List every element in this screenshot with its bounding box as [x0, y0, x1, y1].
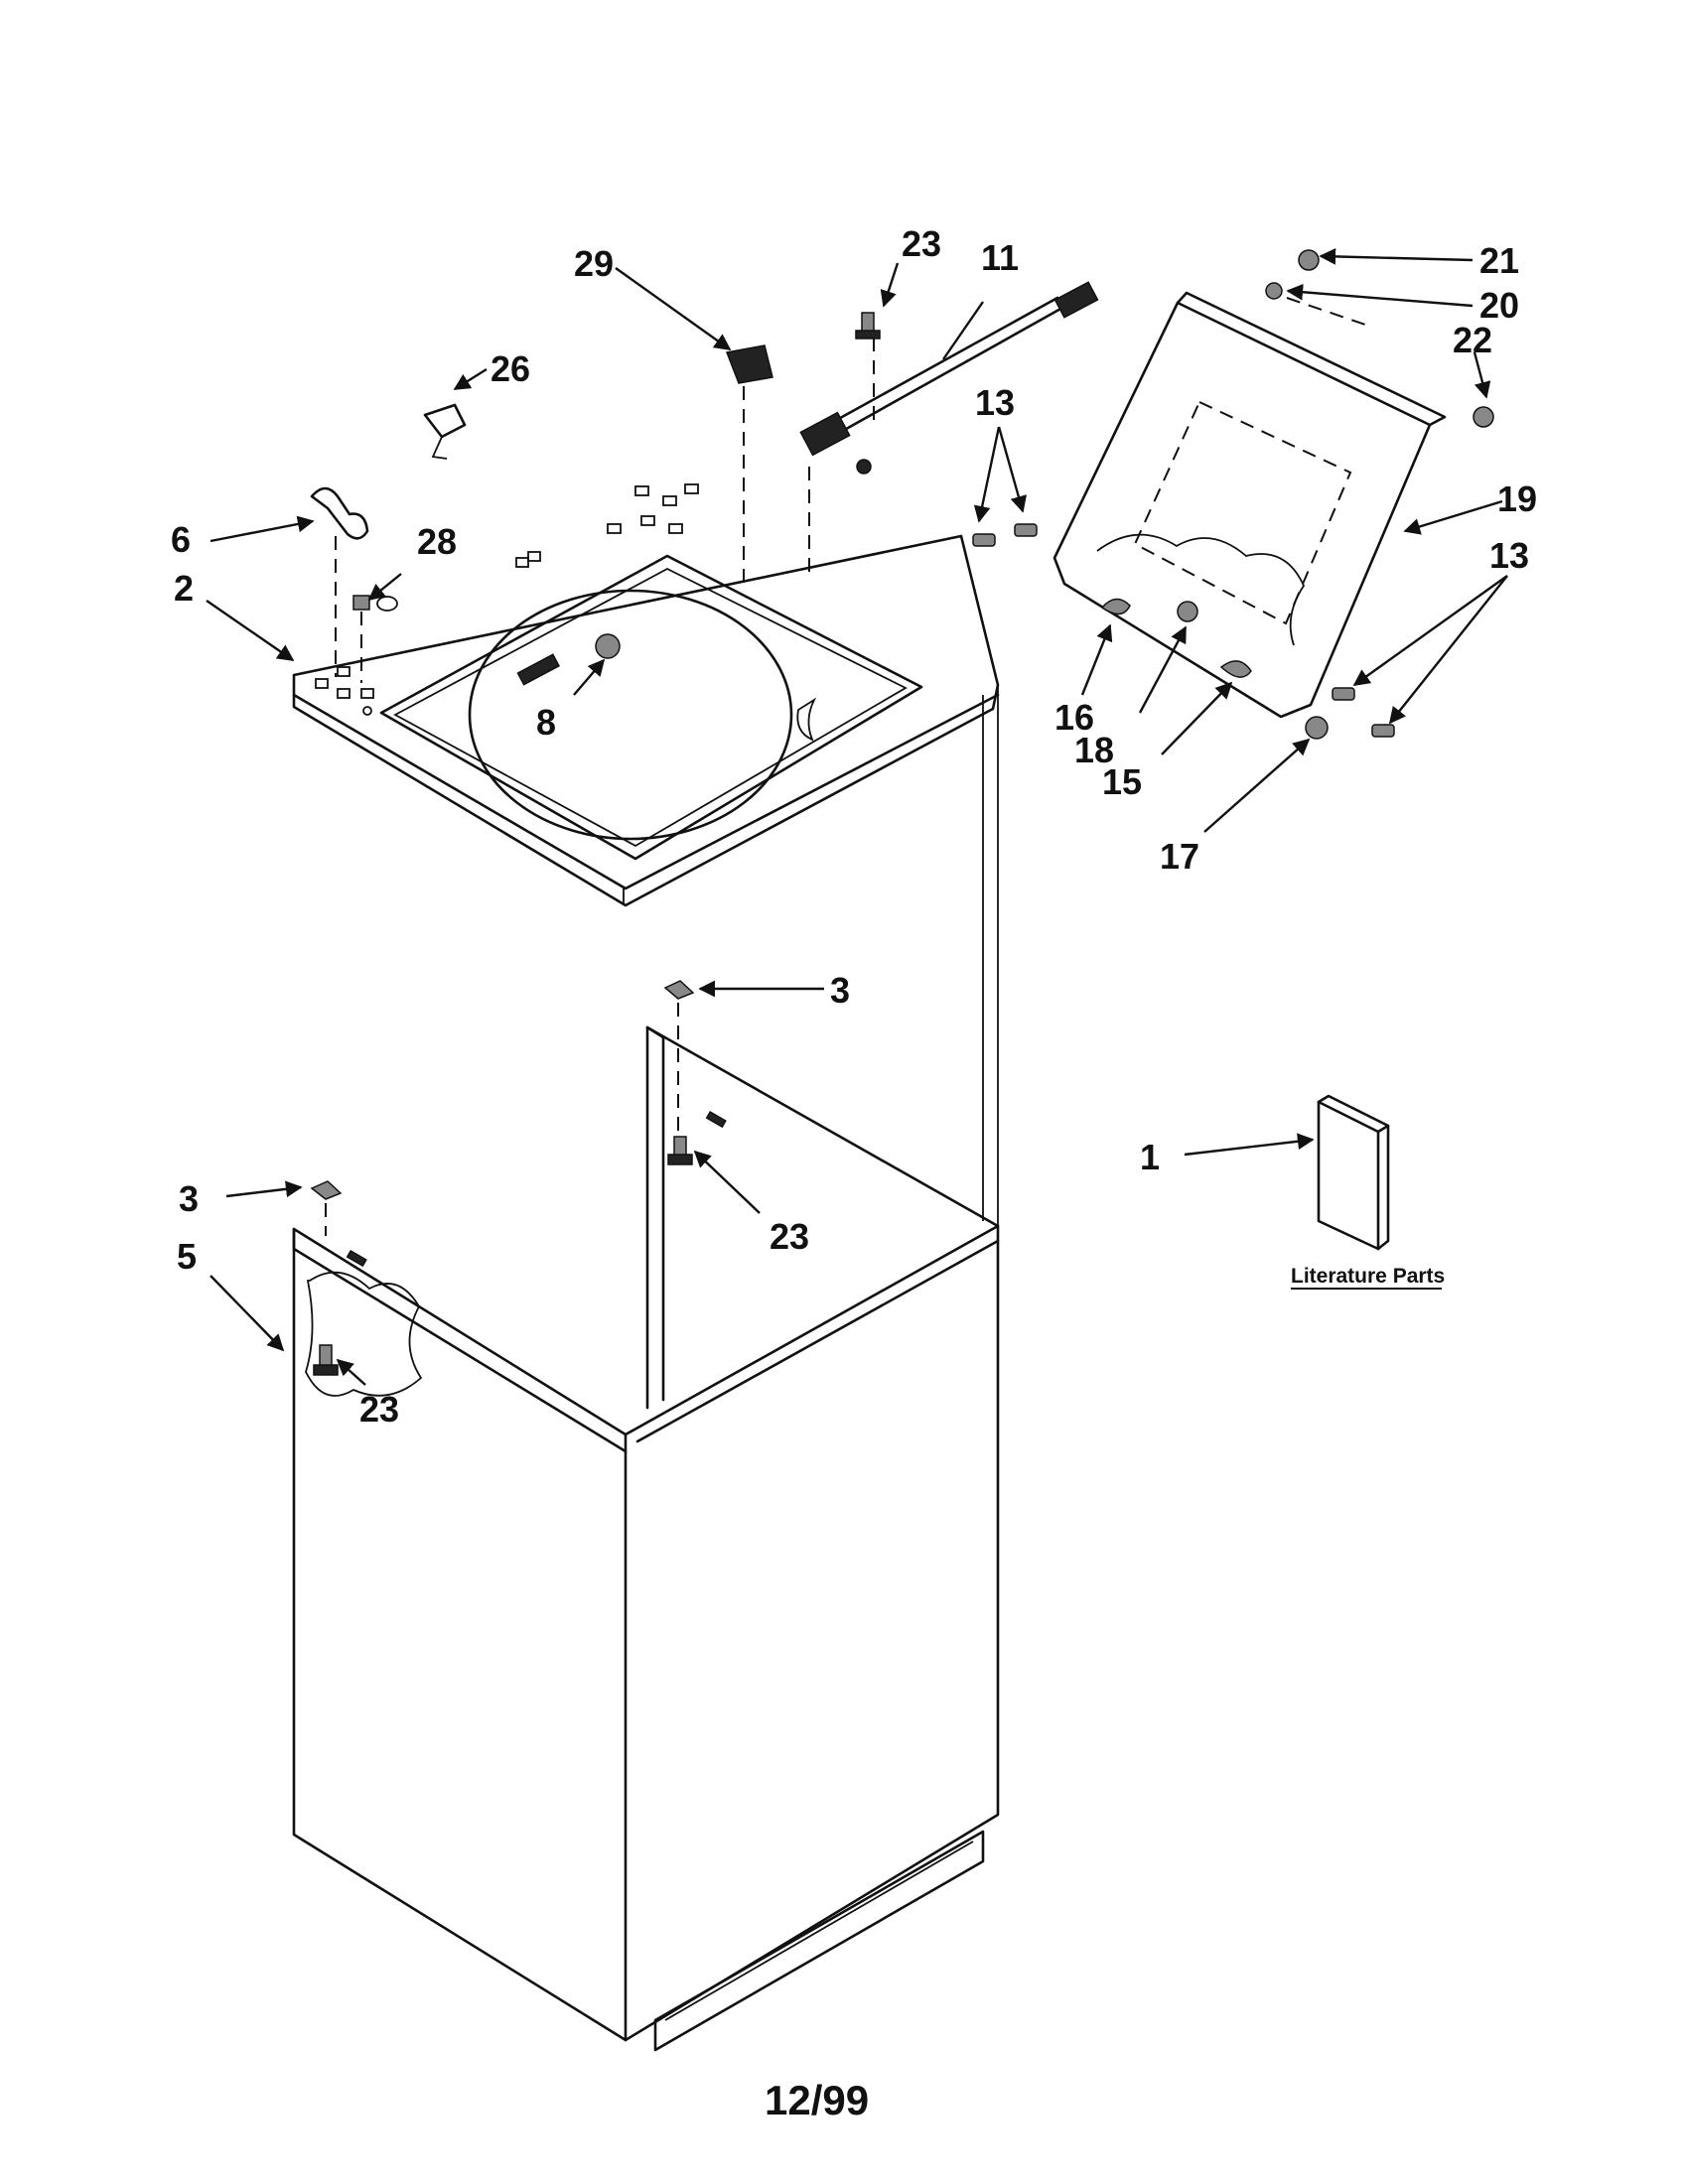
- callout-16: 16: [1054, 697, 1094, 738]
- cabinet-body: [292, 685, 1000, 2052]
- clip-icon-cabinet-back: [663, 980, 695, 1000]
- lid: [1052, 291, 1447, 719]
- callout-3-front: 3: [179, 1178, 199, 1219]
- hinge-parts-icon: [1100, 249, 1494, 740]
- callout-13-left: 13: [975, 382, 1015, 423]
- callout-15: 15: [1102, 761, 1142, 802]
- callout-29: 29: [574, 243, 614, 284]
- callout-23-top: 23: [902, 223, 941, 264]
- callout-23-cutaway: 23: [359, 1389, 399, 1430]
- callout-13-right: 13: [1489, 535, 1529, 576]
- hinge-screws-icon: [972, 523, 1395, 738]
- callout-6: 6: [171, 519, 191, 560]
- callout-1: 1: [1140, 1137, 1160, 1177]
- callout-2: 2: [174, 568, 194, 609]
- callout-17: 17: [1160, 836, 1199, 877]
- callout-5: 5: [177, 1236, 197, 1277]
- literature-book-icon: [1317, 1094, 1390, 1251]
- assembly-lines: [325, 297, 1369, 1236]
- callout-21: 21: [1479, 240, 1519, 281]
- screw-icon-top: [855, 312, 881, 340]
- cabinet-top: [292, 483, 1000, 907]
- callout-28: 28: [417, 521, 457, 562]
- callout-18: 18: [1074, 730, 1114, 770]
- clip-small-icon: [352, 595, 370, 611]
- leader-lines: [206, 247, 1508, 1386]
- callout-19: 19: [1497, 478, 1537, 519]
- screw-icon-cabinet: [667, 1136, 693, 1165]
- switch-harness: [799, 281, 1099, 475]
- cutaway-screw-icon: [313, 1344, 339, 1376]
- callout-3-back: 3: [830, 970, 850, 1011]
- clip-icon: [310, 486, 369, 540]
- lid-bumper-icon: [725, 344, 773, 384]
- callout-26: 26: [491, 348, 530, 389]
- cabinet-cutaway: [305, 1271, 423, 1397]
- hinge-nut-icon: [595, 633, 621, 659]
- lid-switch-icon: [423, 403, 467, 460]
- callout-22: 22: [1453, 320, 1492, 360]
- clip-icon-cabinet-front: [310, 1180, 343, 1200]
- callout-20: 20: [1479, 285, 1519, 326]
- date-code: 12/99: [765, 2077, 869, 2123]
- literature-parts-caption: Literature Parts: [1291, 1265, 1445, 1288]
- callout-23-cabinet: 23: [770, 1216, 809, 1257]
- callout-11: 11: [981, 237, 1019, 278]
- callout-8: 8: [536, 702, 556, 743]
- callout-labels: 21 20 22 19 13 13 16 18 15 17 23 11 29 2…: [171, 223, 1537, 1430]
